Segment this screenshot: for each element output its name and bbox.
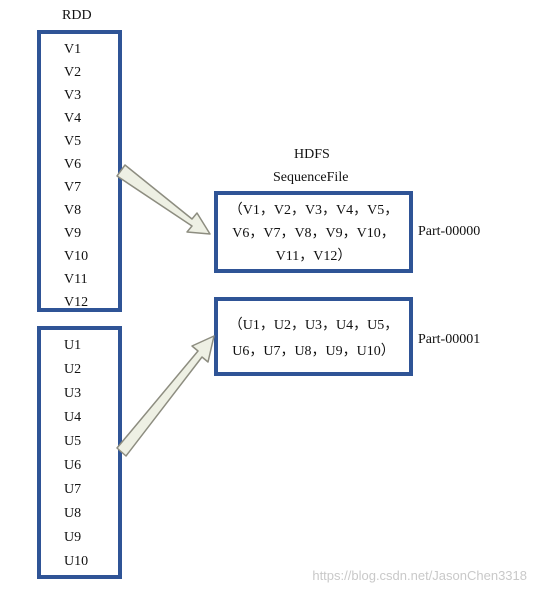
file-line: （V1，V2，V3，V4，V5， [228, 203, 399, 218]
sequencefile-part-00001-box: （U1，U2，U3，U4，U5， U6，U7，U8，U9，U10） [214, 297, 413, 376]
hdfs-title: HDFS [294, 147, 330, 162]
rdd-item: V12 [64, 295, 89, 310]
rdd-item: V5 [64, 134, 82, 149]
rdd-item: U2 [64, 362, 82, 377]
rdd-title: RDD [62, 8, 92, 23]
rdd-item: V9 [64, 226, 82, 241]
arrow-v-to-part-00000 [116, 164, 211, 235]
rdd-item: V2 [64, 65, 82, 80]
rdd-item: U7 [64, 482, 82, 497]
file-line: U6，U7，U8，U9，U10） [232, 344, 395, 359]
rdd-item: V3 [64, 88, 82, 103]
sequencefile-title: SequenceFile [273, 170, 349, 185]
arrow-u-to-part-00001 [116, 335, 215, 457]
rdd-item: U3 [64, 386, 82, 401]
rdd-item: U1 [64, 338, 82, 353]
rdd-item: U5 [64, 434, 82, 449]
rdd-item: V10 [64, 249, 89, 264]
rdd-item: V11 [64, 272, 88, 287]
part-00000-label: Part-00000 [418, 224, 481, 239]
part-00001-label: Part-00001 [418, 332, 481, 347]
rdd-item: V4 [64, 111, 82, 126]
rdd-item: U4 [64, 410, 82, 425]
rdd-item: V6 [64, 157, 82, 172]
rdd-item: V1 [64, 42, 82, 57]
rdd-item: U6 [64, 458, 82, 473]
file-line: V6，V7，V8，V9，V10， [232, 226, 395, 241]
rdd-item: U10 [64, 554, 89, 569]
file-line: V11，V12） [275, 249, 352, 264]
rdd-item: V8 [64, 203, 82, 218]
watermark-text: https://blog.csdn.net/JasonChen3318 [312, 568, 527, 583]
rdd-item: U8 [64, 506, 82, 521]
file-line: （U1，U2，U3，U4，U5， [228, 318, 399, 333]
rdd-partition-u-box: U1 U2 U3 U4 U5 U6 U7 U8 U9 U10 [37, 326, 122, 579]
rdd-item: V7 [64, 180, 82, 195]
sequencefile-part-00000-box: （V1，V2，V3，V4，V5， V6，V7，V8，V9，V10， V11，V1… [214, 191, 413, 273]
rdd-item: U9 [64, 530, 82, 545]
